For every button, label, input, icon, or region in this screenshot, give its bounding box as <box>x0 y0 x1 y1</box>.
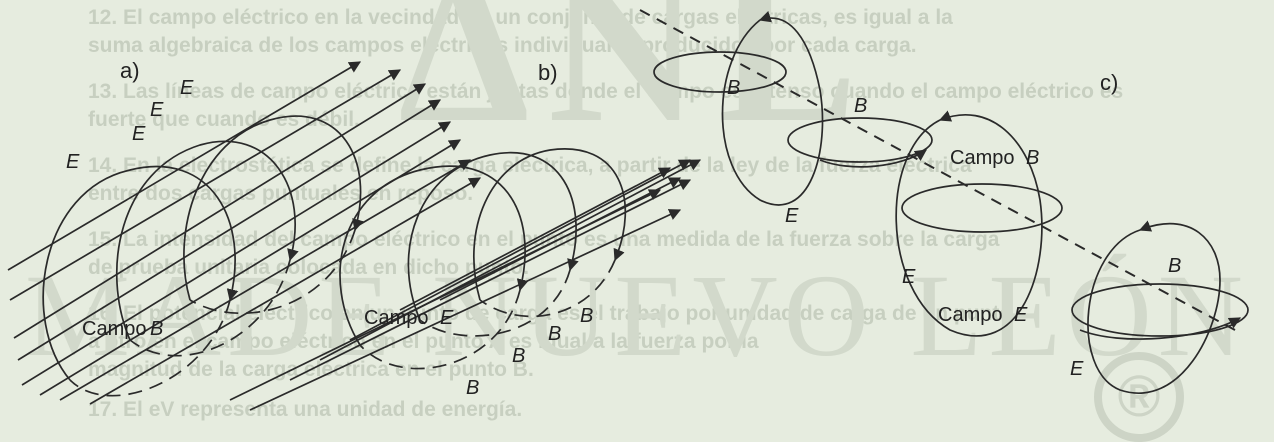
panel-b-field-lines <box>230 160 700 410</box>
panel-a-loops <box>43 116 360 396</box>
panel-a-label: a) <box>120 58 140 83</box>
panel-c-b-loop <box>902 184 1062 232</box>
panel-c-axis <box>640 10 1235 330</box>
panel-c-campo-label: Campo <box>950 147 1014 169</box>
panel-c-field-b-label: B <box>727 77 740 99</box>
panel-c-field-b-label: B <box>854 95 867 117</box>
panel-c-b-loop <box>654 52 786 92</box>
panel-b-field-b-label: B <box>512 345 525 367</box>
panel-b-field-b-label: B <box>548 323 561 345</box>
panel-c-campo-field: B <box>1026 147 1039 169</box>
panel-c-label: c) <box>1100 70 1118 95</box>
panel-a-field-lines <box>8 62 480 404</box>
panel-a-field-e-label: E <box>66 151 80 173</box>
panel-a-campo-label: Campo <box>82 318 146 340</box>
panel-a-campo-field: B <box>150 318 163 340</box>
panel-b-field-b-label: B <box>580 305 593 327</box>
panel-a: a) E E E <box>8 58 480 404</box>
panel-c-field-b-label: B <box>1168 255 1181 277</box>
panel-c-b-loops <box>654 52 1248 339</box>
panel-b-campo-label: Campo <box>364 307 428 329</box>
panel-b-loops <box>340 149 625 369</box>
panel-c-campo-field: E <box>1014 304 1028 326</box>
panel-b-campo-field: E <box>440 307 454 329</box>
panel-a-field-e-label: E <box>132 123 146 145</box>
panel-c-field-e-label: E <box>785 205 799 227</box>
panel-c-field-e-label: E <box>902 266 916 288</box>
panel-c-field-e-label: E <box>1070 358 1084 380</box>
panel-c-b-loop <box>788 118 932 162</box>
panel-c-b-loop <box>1072 284 1248 336</box>
panel-a-field-e-label: E <box>150 99 164 121</box>
panel-b: b) B B B B Campo <box>230 60 700 410</box>
panel-c-campo-label: Campo <box>938 304 1002 326</box>
panel-c: c) B B B E E E C <box>640 10 1248 393</box>
panel-b-field-b-label: B <box>466 377 479 399</box>
panel-b-label: b) <box>538 60 558 85</box>
panel-a-field-e-label: E <box>180 77 194 99</box>
